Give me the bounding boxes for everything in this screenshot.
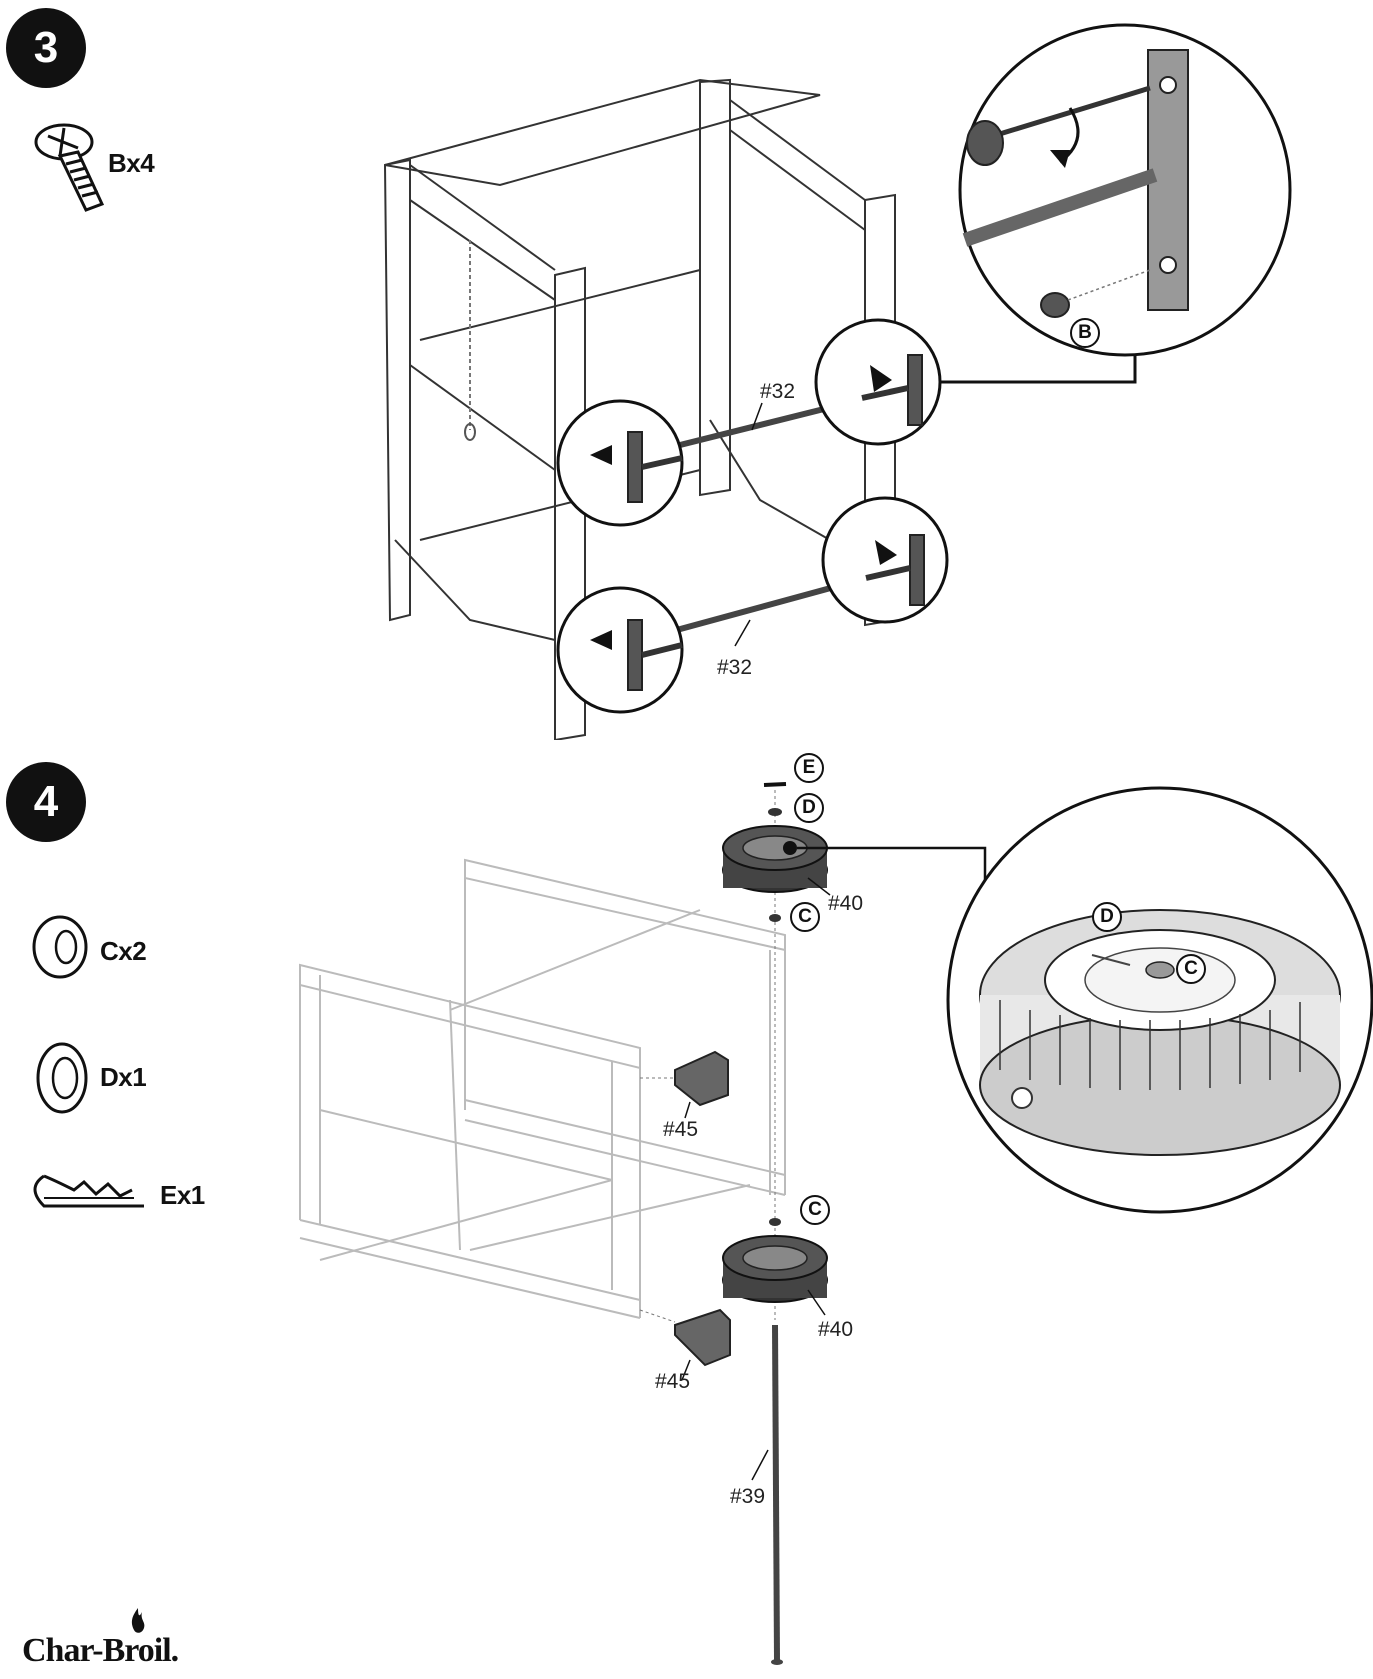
part-32-upper-label: #32 xyxy=(760,380,796,403)
part-40-bottom-label: #40 xyxy=(818,1318,854,1341)
callout-c-low: C xyxy=(800,1195,830,1225)
hardware-b-label: Bx4 xyxy=(108,148,155,178)
part-39-label: #39 xyxy=(730,1485,766,1508)
callout-d: D xyxy=(794,793,824,823)
washer-d-icon xyxy=(36,1042,88,1114)
brand-logo: Char-Broil. xyxy=(22,1632,179,1670)
detail-callout-d: D xyxy=(1092,902,1122,932)
spacer-c-icon xyxy=(32,915,88,979)
brand-text: Char-Broil. xyxy=(22,1632,179,1669)
step-3-badge: 3 xyxy=(6,8,86,88)
callout-c-mid: C xyxy=(790,902,820,932)
step-4-badge: 4 xyxy=(6,762,86,842)
hitch-pin-e-icon xyxy=(33,1174,144,1208)
callout-e: E xyxy=(794,753,824,783)
screw-icon xyxy=(34,123,105,212)
part-45-lower-label: #45 xyxy=(655,1370,691,1393)
cart-frame-step3 xyxy=(383,23,1292,740)
hardware-d-label: Dx1 xyxy=(100,1062,147,1092)
part-32-lower-label: #32 xyxy=(717,656,753,679)
flame-icon xyxy=(131,1608,145,1633)
hardware-c-label: Cx2 xyxy=(100,936,147,966)
step-4-number: 4 xyxy=(33,777,59,826)
part-45-upper-label: #45 xyxy=(663,1118,699,1141)
step-3-number: 3 xyxy=(33,23,59,72)
callout-b: B xyxy=(1070,318,1100,348)
hardware-e-label: Ex1 xyxy=(160,1180,205,1210)
detail-callout-c: C xyxy=(1176,954,1206,984)
part-40-top-label: #40 xyxy=(828,892,864,915)
